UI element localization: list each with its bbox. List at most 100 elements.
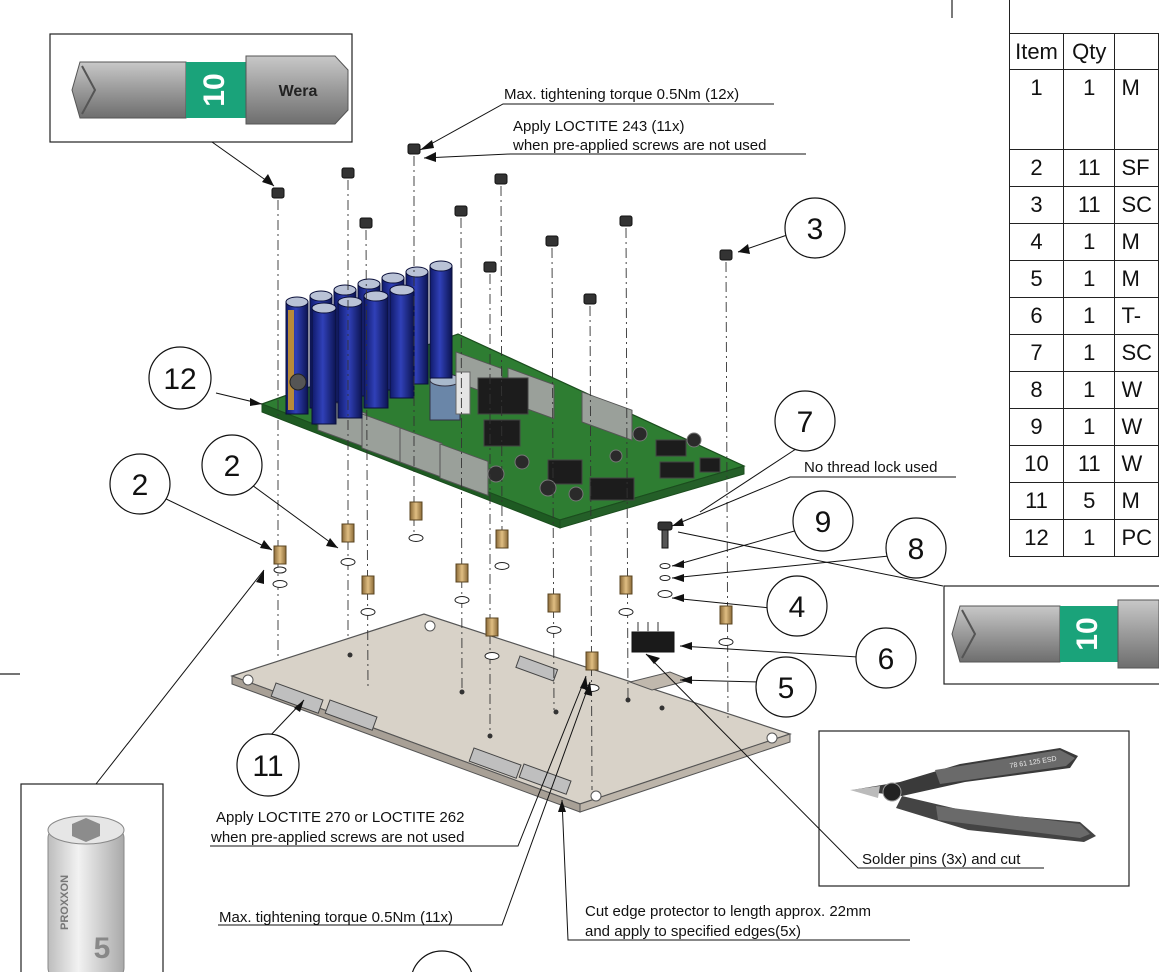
balloon-9	[792, 490, 854, 552]
bom-title-cell	[1009, 0, 1159, 33]
arrowheads	[250, 140, 750, 812]
bom-cell-desc: M	[1114, 69, 1159, 150]
balloon-4	[766, 575, 828, 637]
bom-cell-item: 1	[1009, 69, 1064, 150]
note-solder: Solder pins (3x) and cut	[862, 851, 1021, 868]
balloon-7	[774, 390, 836, 452]
bom-cell-qty: 1	[1062, 519, 1116, 557]
socket-size-label: 5	[94, 932, 111, 965]
bom-cell-desc: SC	[1114, 186, 1159, 224]
note-torque-top: Max. tightening torque 0.5Nm (12x)	[504, 86, 739, 103]
bom-cell-item: 5	[1009, 260, 1064, 298]
balloon-6	[855, 627, 917, 689]
socket-brand-label: PROXXON	[59, 875, 71, 930]
bom-row: 5 1 M	[1009, 260, 1159, 298]
small-parts	[631, 521, 675, 653]
bit-top-brand-label: Wera	[279, 83, 318, 100]
balloon-2-right-label: 2	[224, 450, 241, 483]
bom-row: 1 1 M	[1009, 69, 1159, 150]
balloon-2-right	[201, 434, 263, 496]
note-no-thread-lock: No thread lock used	[804, 459, 937, 476]
balloon-8	[885, 517, 947, 579]
bom-cell-item: 9	[1009, 408, 1064, 446]
balloon-11	[236, 733, 300, 797]
bottom-plate	[230, 613, 792, 813]
bom-row: 3 11 SC	[1009, 186, 1159, 224]
balloon-2-left	[109, 453, 171, 515]
balloon-4-label: 4	[789, 591, 806, 624]
balloon-9-label: 9	[815, 506, 832, 539]
bom-cell-item: 2	[1009, 149, 1064, 187]
bom-row: 12 1 PC	[1009, 519, 1159, 557]
balloon-7-label: 7	[797, 406, 814, 439]
bom-row: 8 1 W	[1009, 371, 1159, 409]
bom-cell-desc: M	[1114, 223, 1159, 261]
proxxon-socket-box: PROXXON 5	[20, 783, 164, 972]
bit-top-size-label: 10	[198, 73, 231, 106]
bom-cell-desc: M	[1114, 260, 1159, 298]
bom-row: 4 1 M	[1009, 223, 1159, 261]
bom-cell-item: 10	[1009, 445, 1064, 483]
balloon-5	[755, 656, 817, 718]
bom-cell-desc: W	[1114, 371, 1159, 409]
bom-header-item: Item	[1009, 33, 1064, 70]
balloon-labels: 12 3 2 2 7 9 8 4 6 5 11 11	[132, 213, 925, 972]
balloon-3-label: 3	[807, 213, 824, 246]
bit-right-size-label: 10	[1071, 617, 1104, 650]
bom-cell-desc: W	[1114, 445, 1159, 483]
balloon-2-left-label: 2	[132, 469, 149, 502]
bom-cell-qty: 5	[1062, 482, 1116, 520]
bom-cell-item: 3	[1009, 186, 1064, 224]
bom-cell-qty: 1	[1062, 334, 1116, 372]
bom-row: 9 1 W	[1009, 408, 1159, 446]
bom-table: Item Qty 1 1 M 2 11 SF 3 11 SC 4 1 M 5 1	[1009, 33, 1159, 557]
wera-bit-box-right: 10	[943, 585, 1159, 685]
bom-cell-qty: 1	[1062, 371, 1116, 409]
bom-cell-item: 6	[1009, 297, 1064, 335]
balloon-11-label: 11	[252, 750, 283, 783]
bom-row: 2 11 SF	[1009, 149, 1159, 187]
bit-size-band	[186, 62, 246, 118]
note-torque-bottom: Max. tightening torque 0.5Nm (11x)	[219, 909, 453, 926]
pcb-assembly	[260, 260, 746, 529]
balloon-11-bottom	[412, 950, 472, 972]
note-loctite270-line1: Apply LOCTITE 270 or LOCTITE 262	[216, 809, 464, 826]
bom-cell-qty: 1	[1062, 69, 1116, 150]
bom-cell-qty: 1	[1062, 260, 1116, 298]
standoffs	[272, 501, 734, 692]
bom-header-description	[1114, 33, 1159, 70]
bom-cell-item: 12	[1009, 519, 1064, 557]
bom-cell-qty: 11	[1062, 149, 1116, 187]
balloon-6-label: 6	[878, 643, 895, 676]
bom-row: 11 5 M	[1009, 482, 1159, 520]
bom-cell-desc: W	[1114, 408, 1159, 446]
balloon-12	[148, 346, 212, 410]
screws	[271, 143, 733, 305]
note-loctite243-line2: when pre-applied screws are not used	[512, 137, 766, 154]
pliers-box: 78 61 125 ESD Solder pins (3x) and cut	[818, 730, 1130, 887]
bom-cell-desc: T-	[1114, 297, 1159, 335]
balloon-12-label: 12	[163, 363, 196, 396]
bom-cell-qty: 1	[1062, 408, 1116, 446]
bom-header-qty: Qty	[1062, 33, 1116, 70]
bom-cell-qty: 1	[1062, 297, 1116, 335]
note-loctite270-line2: when pre-applied screws are not used	[210, 829, 464, 846]
bom-cell-desc: SC	[1114, 334, 1159, 372]
bom-row: 6 1 T-	[1009, 297, 1159, 335]
note-loctite243-line1: Apply LOCTITE 243 (11x)	[513, 118, 684, 135]
bom-cell-item: 8	[1009, 371, 1064, 409]
bom-cell-qty: 11	[1062, 445, 1116, 483]
bom-cell-qty: 1	[1062, 223, 1116, 261]
balloon-8-label: 8	[908, 533, 925, 566]
balloon-3	[784, 197, 846, 259]
bom-cell-desc: M	[1114, 482, 1159, 520]
bom-header-row: Item Qty	[1009, 33, 1159, 70]
bom-cell-item: 7	[1009, 334, 1064, 372]
balloon-11-bottom-label: 11	[426, 967, 457, 972]
bom-cell-desc: PC	[1114, 519, 1159, 557]
bom-cell-qty: 11	[1062, 186, 1116, 224]
bom-row: 10 11 W	[1009, 445, 1159, 483]
balloons	[109, 197, 947, 972]
bom-cell-item: 11	[1009, 482, 1064, 520]
note-edge-line2: and apply to specified edges(5x)	[585, 923, 801, 940]
